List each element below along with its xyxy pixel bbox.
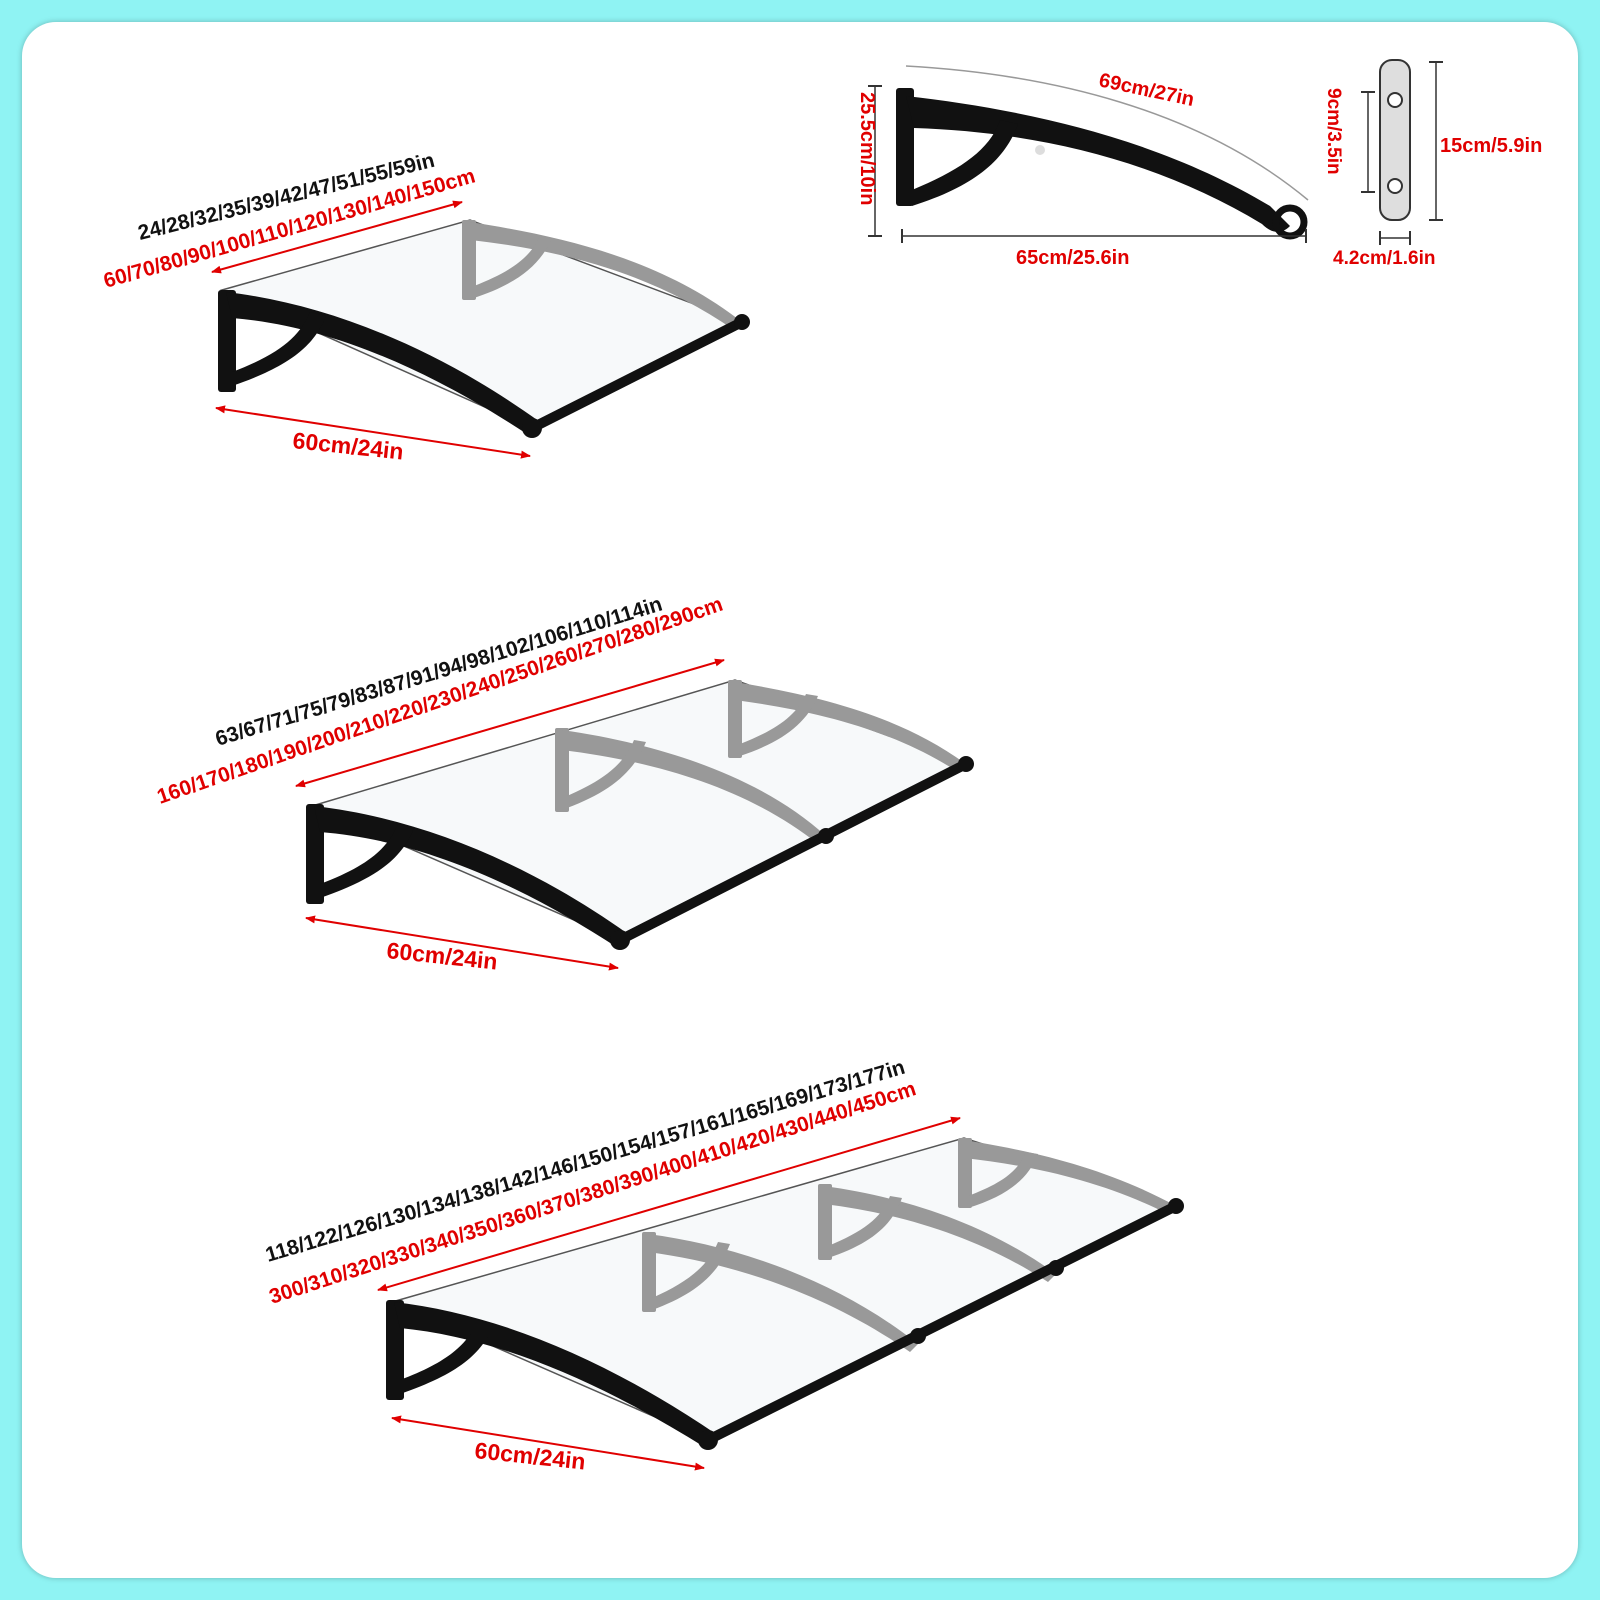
- bracket-strut: [912, 120, 1018, 206]
- arc-dimension-line: [905, 65, 1309, 201]
- depth-label: 60cm/24in: [473, 1437, 586, 1474]
- width-arrow: [295, 658, 725, 788]
- plate-hole-bottom: [1387, 178, 1403, 194]
- depth-label: 60cm/24in: [291, 427, 404, 464]
- bracket-detail: 69cm/27in 25.5cm/10in 65cm/25.6in 9cm/3.…: [838, 48, 1563, 284]
- plate-height-label: 15cm/5.9in: [1440, 135, 1542, 157]
- bracket-back-far: [958, 1138, 1176, 1214]
- plate-width-label: 4.2cm/1.6in: [1333, 248, 1435, 269]
- bracket-height-label: 25.5cm/10in: [856, 92, 878, 205]
- depth-label: 60cm/24in: [385, 937, 498, 974]
- mounting-plate: [1361, 59, 1443, 245]
- mounting-plate-body: [1379, 59, 1411, 221]
- canopy-double: 63/67/71/75/79/83/87/91/94/98/102/106/11…: [154, 593, 974, 975]
- bracket-depth-label: 65cm/25.6in: [1016, 247, 1129, 269]
- depth-arrow: [391, 1415, 705, 1471]
- depth-arrow: [215, 405, 531, 459]
- hole-spacing-label: 9cm/3.5in: [1323, 88, 1344, 175]
- bracket-detail-panel: [838, 48, 1563, 284]
- bracket-front: [218, 290, 750, 438]
- width-arrow: [211, 200, 463, 274]
- front-rail: [529, 317, 745, 433]
- front-rail: [705, 1201, 1179, 1445]
- bracket-hole: [1035, 145, 1045, 155]
- bracket-back-far: [728, 680, 966, 772]
- width-arrow: [377, 1116, 961, 1292]
- front-rail: [617, 759, 969, 945]
- bracket-side-view: [896, 88, 1308, 240]
- depth-arrow: [305, 915, 619, 971]
- plate-hole-top: [1387, 92, 1403, 108]
- bracket-back: [462, 220, 742, 330]
- bracket-front: [386, 1198, 1184, 1450]
- canopy-triple: 118/122/126/130/134/138/142/146/150/154/…: [263, 1056, 1184, 1475]
- bracket-wall-mount: [896, 88, 914, 206]
- canopy-single: 24/28/32/35/39/42/47/51/55/59in 60/70/80…: [101, 149, 750, 465]
